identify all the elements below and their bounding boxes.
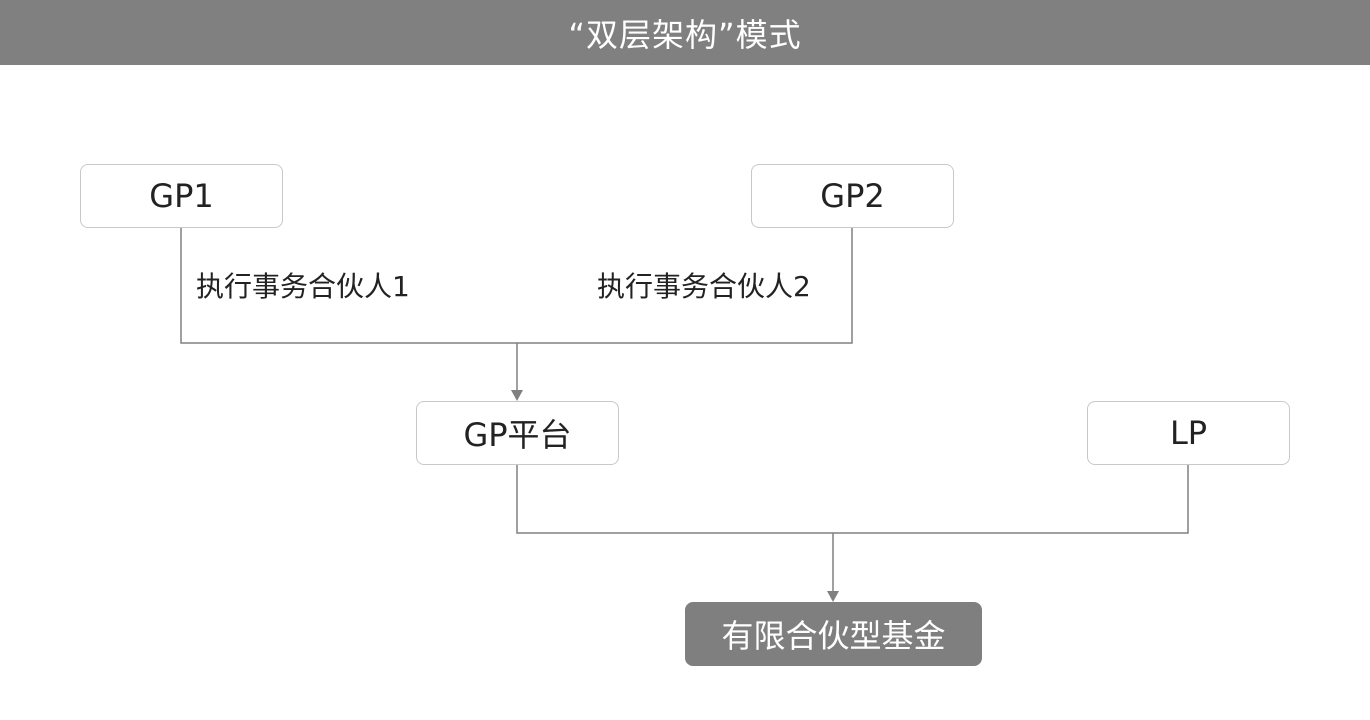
connector-gp1 [180,228,517,344]
node-gp-platform-label: GP平台 [463,416,572,454]
node-gp2-label: GP2 [820,177,885,215]
connector-gp2 [517,228,853,344]
connector-gp-platform [516,465,833,534]
node-fund: 有限合伙型基金 [685,602,982,666]
node-gp1-label: GP1 [149,177,214,215]
node-lp: LP [1087,401,1290,465]
node-gp1: GP1 [80,164,283,228]
edge-label-gp1: 执行事务合伙人1 [196,270,410,303]
node-fund-label: 有限合伙型基金 [721,617,946,655]
node-gp2: GP2 [751,164,954,228]
connector-lp [833,465,1189,534]
page-title: “双层架构”模式 [568,15,802,54]
node-gp-platform: GP平台 [416,401,619,465]
edge-label-gp2: 执行事务合伙人2 [597,270,811,303]
node-lp-label: LP [1169,414,1208,452]
header-bar: “双层架构”模式 [0,0,1370,65]
